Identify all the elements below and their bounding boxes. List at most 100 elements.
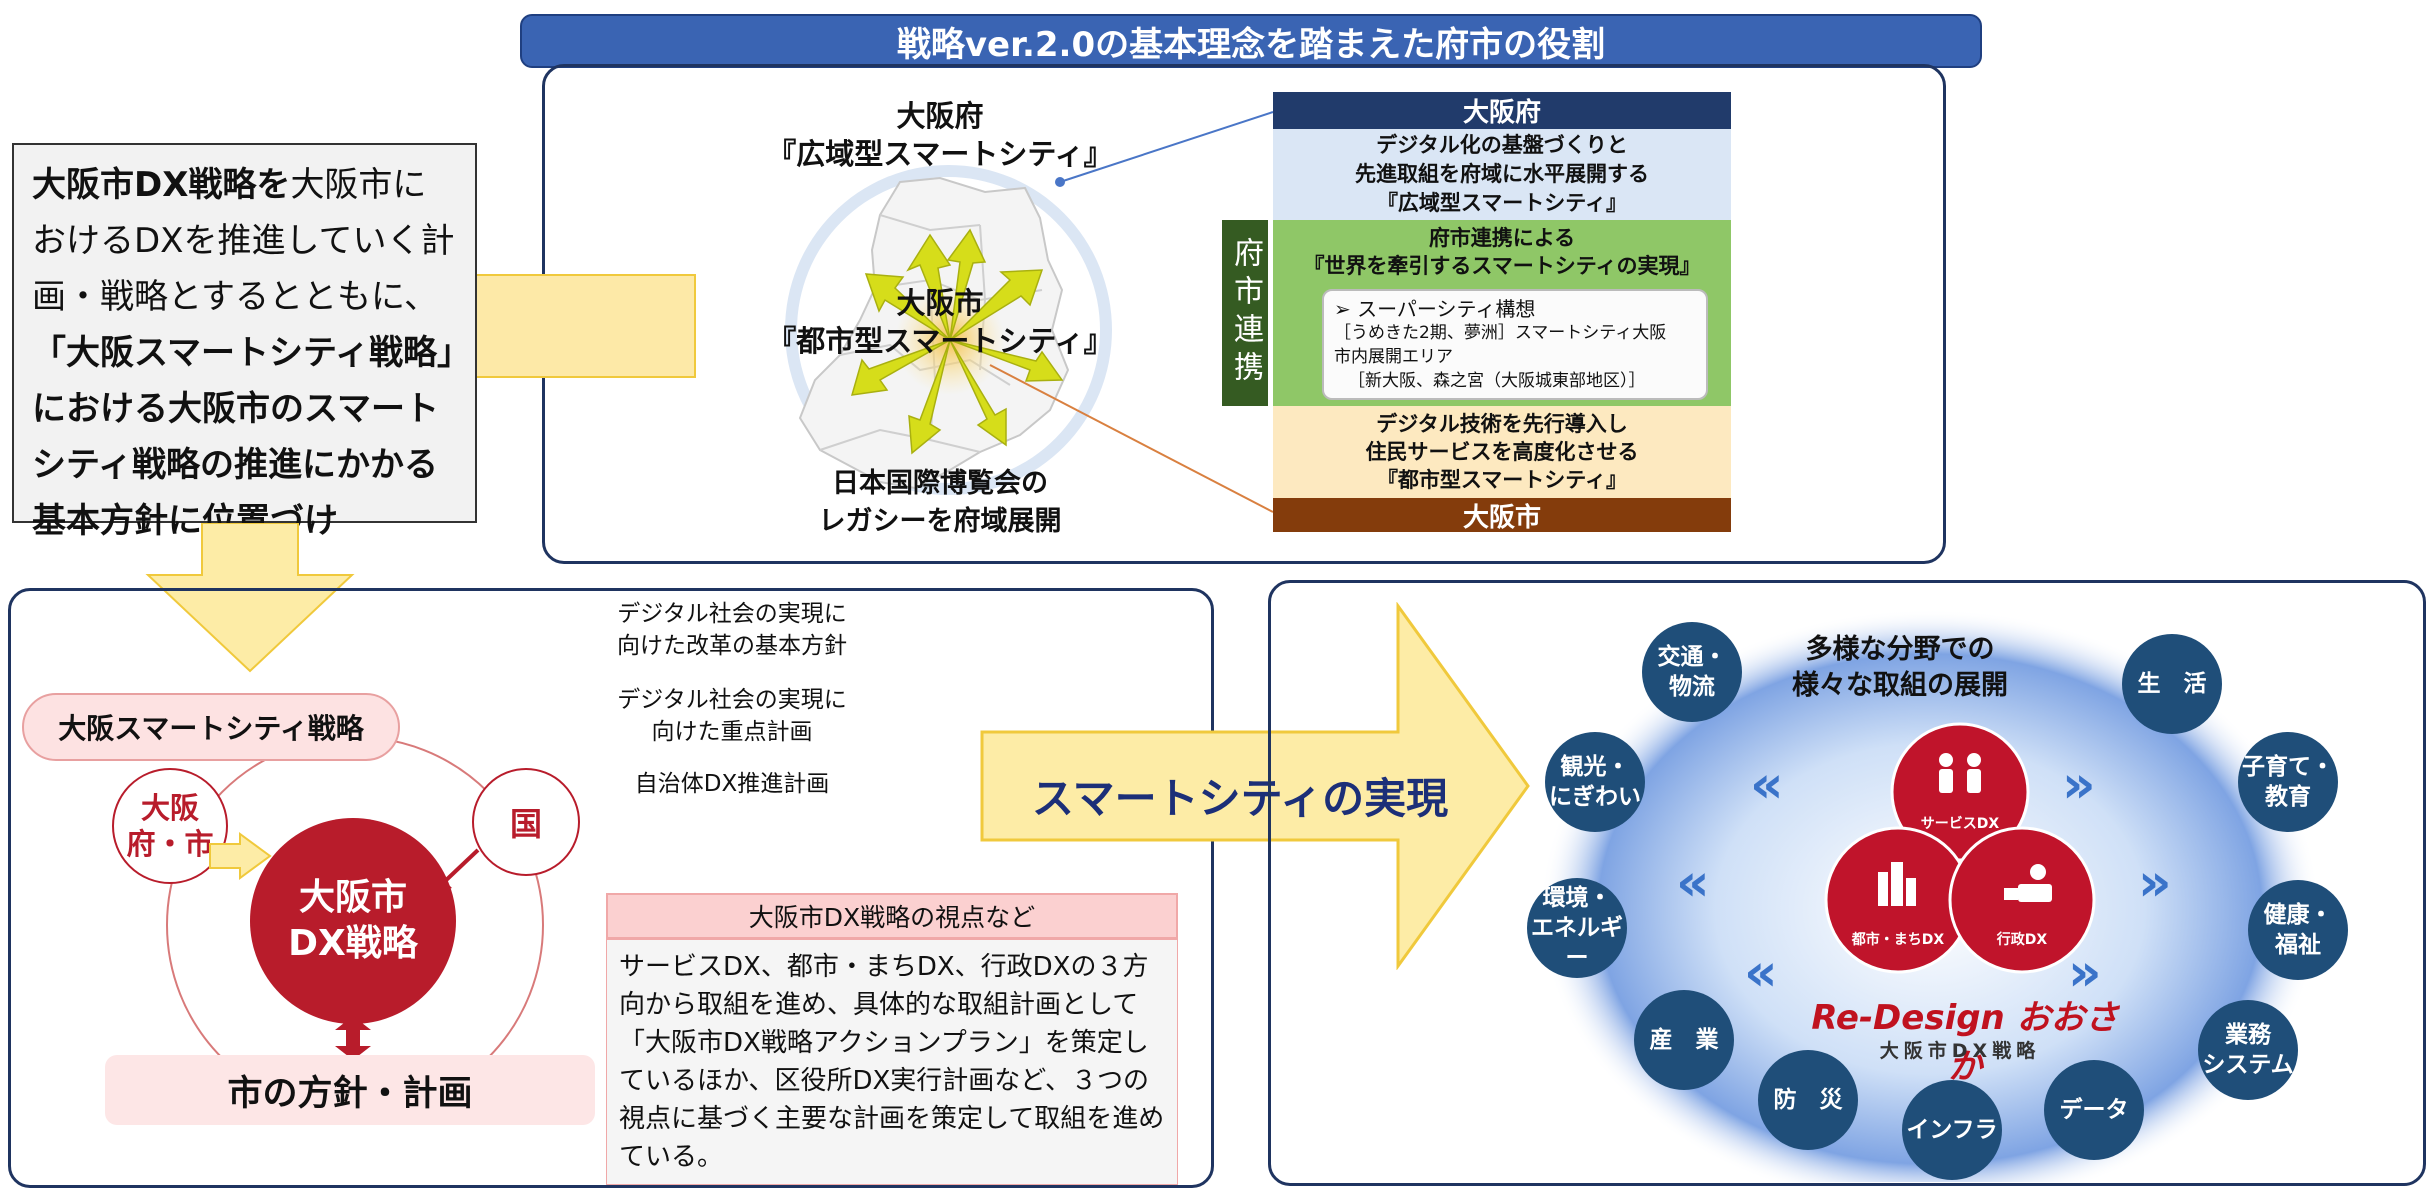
field-label: 防 災 [1773, 1087, 1843, 1113]
dx-venn [1824, 722, 2096, 974]
plan-item: 自治体DX推進計画 [572, 768, 892, 800]
role-city-body: デジタル技術を先行導入し 住民サービスを高度化させる 『都市型スマートシティ』 [1273, 406, 1731, 498]
role-pref-line: 『広域型スマートシティ』 [1376, 191, 1628, 215]
smart-city-realization-label: スマートシティの実現 [1031, 773, 1449, 823]
city-policy-box: 市の方針・計画 [105, 1055, 595, 1125]
field-label: 福祉 [2275, 932, 2321, 958]
role-pref-body: デジタル化の基盤づくりと 先進取組を府域に水平展開する 『広域型スマートシティ』 [1273, 129, 1731, 220]
admin-dx-label: 行政DX [1996, 932, 2048, 948]
role-pref-head: 大阪府 [1273, 92, 1731, 129]
plan-item: デジタル社会の実現に 向けた改革の基本方針 [572, 598, 892, 662]
map-city-line2: 『都市型スマートシティ』 [767, 324, 1113, 358]
diverse-fields-label: 多様な分野での 様々な取組の展開 [1740, 632, 2060, 704]
redesign-osaka-logo: Re-Design おおさか [1811, 998, 2119, 1087]
pref-to-dx-arrow [209, 832, 272, 880]
left-note: 大阪市DX戦略を大阪市におけるDXを推進していく計画・戦略とするとともに、「大阪… [12, 143, 477, 541]
map-expo-label: 日本国際博覧会の レガシーを府域展開 [760, 465, 1120, 541]
map-expo-line2: レガシーを府域展開 [818, 506, 1062, 537]
role-pref-line: 先進取組を府域に水平展開する [1355, 162, 1649, 186]
service-dx-label: サービスDX [1920, 816, 2000, 832]
map-pref-line1: 大阪府 [896, 99, 984, 133]
map-pref-label: 大阪府 『広域型スマートシティ』 [760, 97, 1120, 173]
pref-city-circle: 大阪 府・市 [112, 768, 228, 884]
field-label: 産 業 [1649, 1027, 1719, 1053]
viewpoint-body: サービスDX、都市・まちDX、行政DXの３方向から取組を進め、具体的な取組計画と… [606, 939, 1178, 1185]
role-city-line: 住民サービスを高度化させる [1365, 440, 1639, 464]
coop-detail-line: ［うめきた2期、夢洲］スマートシティ大阪 [1334, 323, 1667, 343]
plan-line: デジタル社会の実現に [617, 687, 847, 713]
field-label: エネルギー [1531, 915, 1623, 971]
double-arrow-icon [335, 1016, 371, 1060]
left-note-text1: 大阪市におけるDXを推進していく計画・戦略とするとともに、 [32, 165, 455, 317]
connector-block [477, 274, 696, 378]
pref-circle-line: 府・市 [126, 827, 214, 861]
svg-text:«: « [1744, 943, 1778, 1003]
field-label: にぎわい [1549, 784, 1641, 810]
redesign-sub: 大阪市DX戦略 [1879, 1040, 2041, 1062]
left-note-bold2: 「大阪スマートシティ戦略」における大阪市のスマートシティ戦略の推進にかかる基本方… [32, 333, 454, 541]
field-label: 健康・ [2263, 902, 2333, 928]
svg-text:«: « [1750, 755, 1784, 815]
svg-text:»: » [2138, 853, 2172, 913]
down-arrow [145, 523, 355, 673]
field-label: 環境・ [1542, 885, 1612, 911]
bottom-left-panel [8, 588, 1214, 1188]
role-pref-line: デジタル化の基盤づくりと [1376, 133, 1628, 157]
coop-detail-line: 市内展開エリア [1334, 347, 1453, 367]
city-dx-label: 都市・まちDX [1851, 932, 1945, 948]
role-coop-head: 府市連携による 『世界を牽引するスマートシティの実現』 [1273, 224, 1731, 280]
plan-line: デジタル社会の実現に [617, 601, 847, 627]
pref-circle-line: 大阪 [140, 791, 199, 825]
role-city-line: 『都市型スマートシティ』 [1376, 468, 1628, 492]
top-title: 戦略ver.2.0の基本理念を踏まえた府市の役割 [520, 14, 1982, 68]
national-circle: 国 [472, 768, 580, 876]
left-note-bold1: 大阪市DX戦略を [32, 165, 291, 205]
role-coop-line: 府市連携による [1428, 226, 1576, 250]
dx-circle-line: DX戦略 [288, 923, 418, 964]
coop-detail-line: ➢ スーパーシティ構想 [1334, 297, 1536, 321]
field-tourism: 観光・にぎわい [1545, 732, 1645, 832]
field-label: インフラ [1906, 1117, 1998, 1143]
field-label: 交通・ [1657, 644, 1727, 670]
coop-detail-box: ➢ スーパーシティ構想 ［うめきた2期、夢洲］スマートシティ大阪 市内展開エリア… [1322, 289, 1708, 400]
svg-text:»: » [2068, 943, 2102, 1003]
field-label: 生 活 [2137, 671, 2207, 697]
osaka-smart-city-strategy-label: 大阪スマートシティ戦略 [22, 693, 400, 761]
field-label: 物流 [1669, 674, 1715, 700]
coop-detail-line: ［新大阪、森之宮（大阪城東部地区）］ [1348, 371, 1646, 391]
field-childcare: 子育て・教育 [2238, 732, 2338, 832]
plan-line: 自治体DX推進計画 [634, 771, 830, 797]
field-label: 観光・ [1560, 754, 1630, 780]
smart-city-arrow [980, 602, 1530, 970]
map-expo-line1: 日本国際博覧会の [832, 468, 1048, 499]
field-environment: 環境・エネルギー [1527, 878, 1627, 978]
field-disaster: 防 災 [1758, 1050, 1858, 1150]
field-label: データ [2059, 1097, 2129, 1123]
map-city-label: 大阪市 『都市型スマートシティ』 [760, 284, 1120, 360]
map-pref-line2: 『広域型スマートシティ』 [767, 137, 1113, 171]
field-infra: インフラ [1902, 1080, 2002, 1180]
field-data: データ [2044, 1060, 2144, 1160]
diverse-line: 多様な分野での [1805, 634, 1995, 665]
svg-text:«: « [1676, 853, 1710, 913]
field-transport: 交通・物流 [1642, 622, 1742, 722]
office-worker-icon [2004, 864, 2052, 902]
plan-line: 向けた改革の基本方針 [617, 633, 847, 659]
people-icon [1939, 753, 1981, 793]
svg-text:»: » [2062, 755, 2096, 815]
field-life: 生 活 [2122, 634, 2222, 734]
field-label: 教育 [2265, 784, 2311, 810]
buildings-icon [1878, 862, 1916, 906]
osaka-dx-strategy-circle: 大阪市 DX戦略 [250, 818, 456, 1024]
role-coop-line: 『世界を牽引するスマートシティの実現』 [1303, 254, 1701, 278]
field-health: 健康・福祉 [2248, 880, 2348, 980]
field-label: 子育て・ [2242, 754, 2334, 780]
field-business-system: 業務システム [2198, 1000, 2298, 1100]
plan-line: 向けた重点計画 [651, 719, 813, 745]
plan-item: デジタル社会の実現に 向けた重点計画 [572, 684, 892, 748]
viewpoint-head: 大阪市DX戦略の視点など [606, 893, 1178, 939]
field-industry: 産 業 [1634, 990, 1734, 1090]
role-city-line: デジタル技術を先行導入し [1376, 412, 1628, 436]
role-city-head: 大阪市 [1273, 498, 1731, 533]
dx-circle-line: 大阪市 [298, 877, 407, 918]
